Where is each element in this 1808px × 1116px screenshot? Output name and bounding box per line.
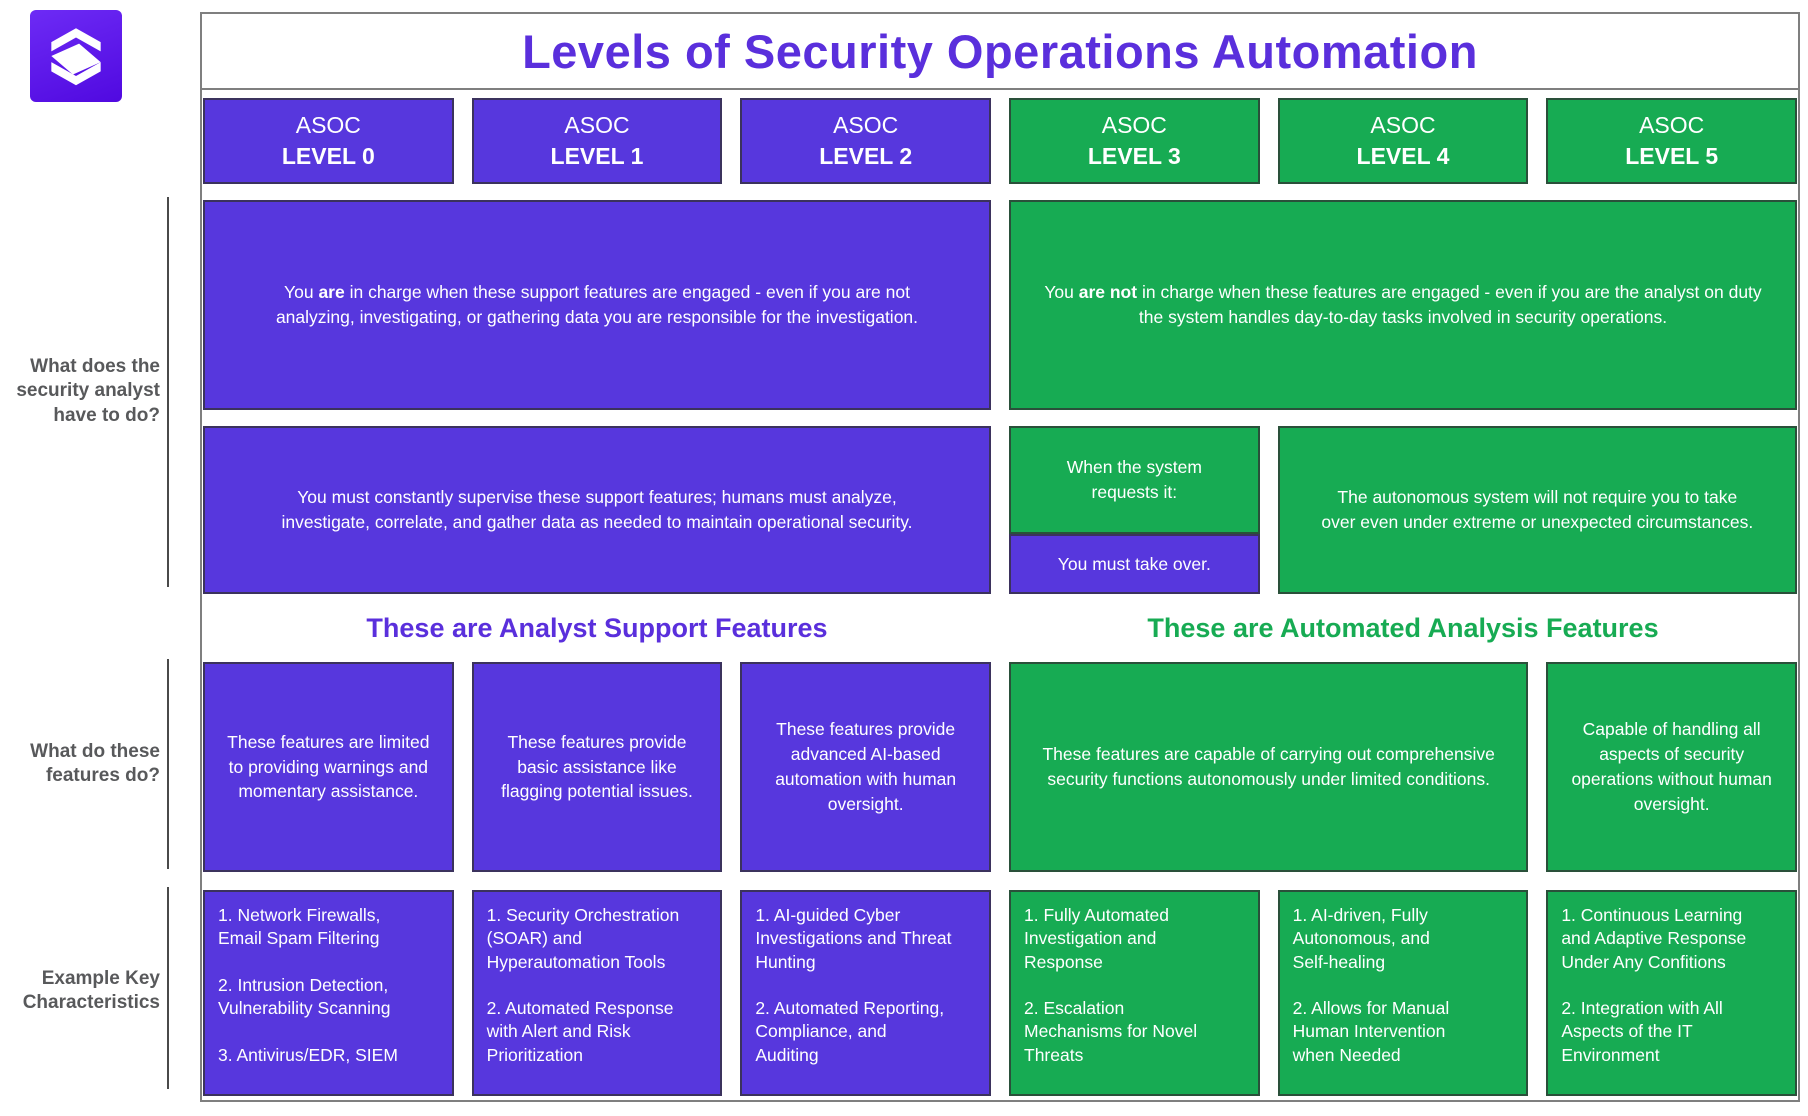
cell-examples-level3: 1. Fully Automated Investigation and Res… (1009, 890, 1260, 1096)
asoc-label: ASOC (1101, 111, 1167, 138)
row-label-analyst-duty: What does the security analyst have to d… (16, 356, 160, 426)
cell-analyst-in-charge: You are in charge when these support fea… (203, 200, 991, 410)
cell-examples-level0: 1. Network Firewalls, Email Spam Filteri… (203, 890, 454, 1096)
level-header-3: ASOC LEVEL 3 (1009, 98, 1260, 184)
level-label: LEVEL 1 (550, 143, 644, 169)
level-label: LEVEL 5 (1625, 143, 1719, 169)
cell-must-supervise: You must constantly supervise these supp… (203, 426, 991, 594)
cell-autonomous-no-takeover: The autonomous system will not require y… (1277, 426, 1797, 594)
automation-levels-table: Levels of Security Operations Automation… (200, 12, 1800, 1102)
diagram-title: Levels of Security Operations Automation (202, 14, 1798, 90)
level-header-1: ASOC LEVEL 1 (471, 98, 723, 184)
asoc-label: ASOC (564, 111, 630, 138)
row-label-example-characteristics: Example Key Characteristics (22, 968, 160, 1014)
row-divider-line (167, 659, 169, 869)
row-label-features-do: What do these features do? (30, 741, 160, 787)
cell-features-level3-4: These features are capable of carrying o… (1009, 662, 1529, 872)
level-header-0: ASOC LEVEL 0 (203, 98, 454, 184)
asoc-label: ASOC (1370, 111, 1436, 138)
cell-must-take-over: You must take over. (1009, 534, 1260, 594)
level-label: LEVEL 2 (819, 143, 913, 169)
cell-when-system-requests: When the system requests it: (1009, 426, 1260, 534)
cell-examples-level1: 1. Security Orchestration (SOAR) and Hyp… (471, 890, 723, 1096)
level-header-4: ASOC LEVEL 4 (1277, 98, 1529, 184)
cell-examples-level4: 1. AI-driven, Fully Autonomous, and Self… (1277, 890, 1529, 1096)
row-divider-line (167, 197, 169, 587)
level-header-5: ASOC LEVEL 5 (1546, 98, 1797, 184)
cell-features-level1: These features provide basic assistance … (471, 662, 723, 872)
cell-features-level2: These features provide advanced AI-based… (740, 662, 991, 872)
cell-features-level5: Capable of handling all aspects of secur… (1546, 662, 1797, 872)
row-divider-line (167, 887, 169, 1089)
cell-examples-level2: 1. AI-guided Cyber Investigations and Th… (740, 890, 991, 1096)
levels-grid: ASOC LEVEL 0 ASOC LEVEL 1 ASOC LEVEL 2 A… (203, 98, 1797, 1096)
brand-logo (30, 10, 122, 102)
level-label: LEVEL 0 (281, 143, 375, 169)
stack-layers-icon (51, 28, 101, 86)
asoc-label: ASOC (833, 111, 899, 138)
section-header-analyst-support: These are Analyst Support Features (366, 612, 828, 643)
cell-analyst-not-in-charge: You are not in charge when these feature… (1009, 200, 1797, 410)
level-label: LEVEL 3 (1087, 143, 1181, 169)
section-header-automated-analysis: These are Automated Analysis Features (1147, 612, 1659, 643)
cell-examples-level5: 1. Continuous Learning and Adaptive Resp… (1546, 890, 1797, 1096)
asoc-label: ASOC (1639, 111, 1705, 138)
level-label: LEVEL 4 (1356, 143, 1450, 169)
level-header-2: ASOC LEVEL 2 (740, 98, 991, 184)
asoc-label: ASOC (295, 111, 361, 138)
cell-level3-takeover-stack: When the system requests it: You must ta… (1009, 426, 1260, 594)
cell-features-level0: These features are limited to providing … (203, 662, 454, 872)
